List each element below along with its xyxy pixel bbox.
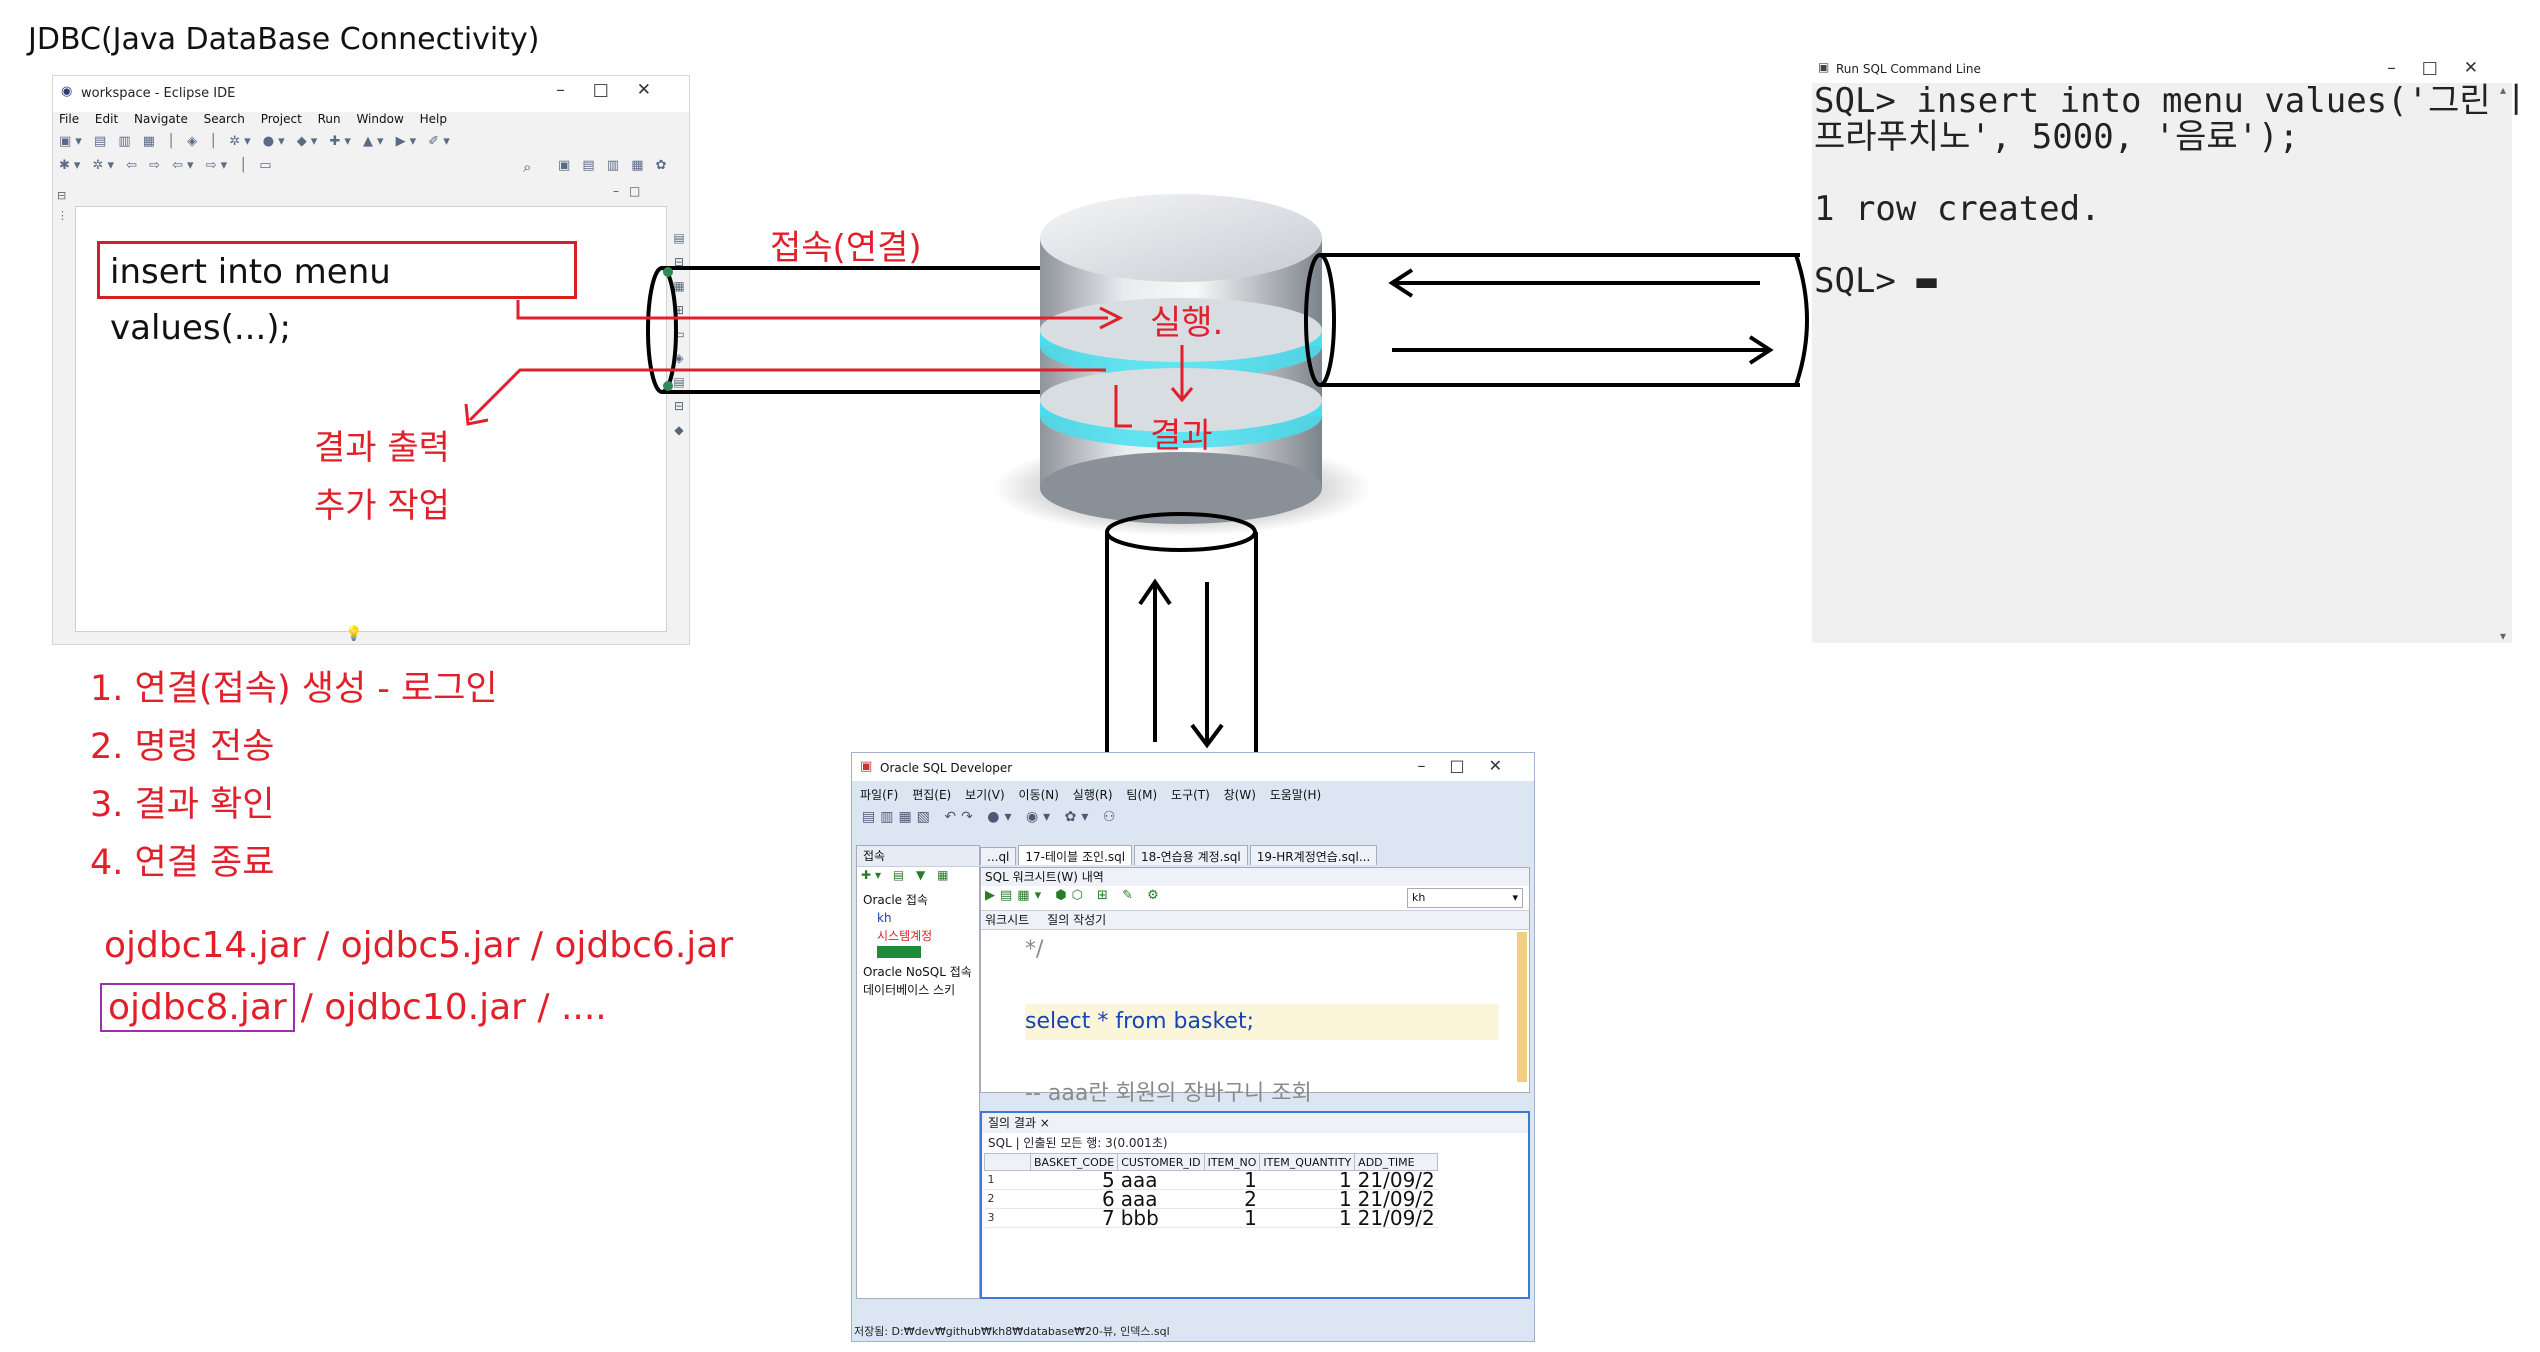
jar-list-line2: ojdbc8.jar/ ojdbc10.jar / .... xyxy=(100,983,607,1032)
menu-file[interactable]: 파일(F) xyxy=(860,788,898,802)
menu-navigate[interactable]: 이동(N) xyxy=(1019,788,1059,802)
tree-item-oracle-connections[interactable]: Oracle 접속 xyxy=(863,891,979,909)
results-table: BASKET_CODE CUSTOMER_ID ITEM_NO ITEM_QUA… xyxy=(984,1153,1438,1228)
table-cell: 7 xyxy=(1031,1209,1118,1228)
label-result-output: 결과 출력 xyxy=(314,420,450,469)
label-connection: 접속(연결) xyxy=(770,220,922,269)
step-item: 1. 연결(접속) 생성 - 로그인 xyxy=(90,660,498,718)
menu-tools[interactable]: 도구(T) xyxy=(1171,788,1210,802)
code-line-select: select * from basket; xyxy=(1025,1004,1499,1040)
editor-tab-active[interactable]: 17-테이블 조인.sql xyxy=(1018,845,1132,865)
tree-item-hidden xyxy=(863,945,979,963)
table-cell: 21/09/2 xyxy=(1355,1209,1438,1228)
label-result: 결과 xyxy=(1150,408,1213,457)
step-item: 2. 명령 전송 xyxy=(90,718,498,776)
worksheet-header: SQL 워크시트(W) 내역 xyxy=(981,868,1529,886)
editor-tab[interactable]: 19-HR계정연습.sql... xyxy=(1250,845,1378,865)
row-number-header xyxy=(985,1154,1031,1171)
step-item: 4. 연결 종료 xyxy=(90,834,498,892)
table-row[interactable]: 3 7 bbb 1 1 21/09/2 xyxy=(985,1209,1438,1228)
query-results-panel: 질의 결과 × SQL | 인출된 모든 행: 3(0.001초) BASKET… xyxy=(980,1111,1530,1299)
menu-help[interactable]: 도움말(H) xyxy=(1270,788,1322,802)
sql-developer-window-controls[interactable]: –□✕ xyxy=(1417,756,1526,775)
table-cell: 1 xyxy=(1204,1209,1260,1228)
code-line: */ xyxy=(1025,932,1499,968)
table-cell: 1 xyxy=(1260,1209,1355,1228)
bottom-pipe-arrows xyxy=(1140,582,1222,745)
connections-tree: Oracle 접속 kh 시스템계정 Oracle NoSQL 접속 데이터베이… xyxy=(857,867,979,999)
sql-developer-window: ▣ Oracle SQL Developer –□✕ 파일(F) 편집(E) 보… xyxy=(851,752,1535,1342)
menu-view[interactable]: 보기(V) xyxy=(965,788,1005,802)
sql-developer-titlebar: ▣ Oracle SQL Developer –□✕ xyxy=(852,753,1534,781)
results-tab[interactable]: 질의 결과 × xyxy=(982,1113,1528,1133)
right-pipe xyxy=(1306,255,1807,385)
menu-run[interactable]: 실행(R) xyxy=(1073,788,1113,802)
jdbc-steps-list: 1. 연결(접속) 생성 - 로그인 2. 명령 전송 3. 결과 확인 4. … xyxy=(90,660,498,892)
request-arrow xyxy=(518,300,1120,328)
right-pipe-arrows xyxy=(1392,270,1770,363)
table-cell: 2 xyxy=(985,1190,1031,1209)
sql-developer-menubar: 파일(F) 편집(E) 보기(V) 이동(N) 실행(R) 팀(M) 도구(T)… xyxy=(860,786,1331,803)
step-item: 3. 결과 확인 xyxy=(90,776,498,834)
connections-toolbar[interactable]: ✚▾ ▤ ▼ ▦ xyxy=(861,868,952,882)
jar-list-line1: ojdbc14.jar / ojdbc5.jar / ojdbc6.jar xyxy=(104,925,733,966)
bottom-pipe xyxy=(1100,514,1258,778)
left-pipe xyxy=(648,268,1052,392)
tree-item-nosql[interactable]: Oracle NoSQL 접속 xyxy=(863,963,979,981)
label-execute: 실행. xyxy=(1150,295,1223,344)
label-additional-work: 추가 작업 xyxy=(314,478,450,527)
sql-worksheet: SQL 워크시트(W) 내역 ▶▤▦▾ ⬢⬡ ⊞ ✎ ⚙ kh▾ 워크시트 질의 … xyxy=(980,867,1530,1093)
editor-overview-ruler[interactable] xyxy=(1517,932,1527,1082)
sql-developer-app-icon: ▣ xyxy=(860,759,872,774)
worksheet-subtabs: 워크시트 질의 작성기 xyxy=(981,910,1529,930)
tree-item-kh[interactable]: kh xyxy=(863,909,979,927)
connections-header: 접속 xyxy=(857,846,979,867)
code-line xyxy=(1025,968,1499,1004)
connections-panel: 접속 ✚▾ ▤ ▼ ▦ Oracle 접속 kh 시스템계정 Oracle No… xyxy=(856,845,980,1299)
results-info: SQL | 인출된 모든 행: 3(0.001초) xyxy=(982,1133,1528,1153)
sql-developer-toolbar[interactable]: ▤▥▦▧ ↶↷ ●▾ ◉▾ ✿▾ ⚇ xyxy=(862,809,1120,825)
tree-item-db-schema[interactable]: 데이터베이스 스키 xyxy=(863,981,979,999)
tab-worksheet[interactable]: 워크시트 xyxy=(985,913,1029,927)
table-cell: 3 xyxy=(985,1209,1031,1228)
editor-tab[interactable]: ...ql xyxy=(980,847,1016,865)
response-arrow xyxy=(466,370,1106,424)
menu-window[interactable]: 창(W) xyxy=(1224,788,1256,802)
menu-team[interactable]: 팀(M) xyxy=(1126,788,1157,802)
table-cell: 1 xyxy=(985,1171,1031,1190)
connection-select[interactable]: kh▾ xyxy=(1407,888,1523,908)
sql-code-editor[interactable]: */ select * from basket; -- aaa란 회원의 장바구… xyxy=(1025,932,1499,1112)
tree-item-system-account[interactable]: 시스템계정 xyxy=(863,927,979,945)
sql-developer-title: Oracle SQL Developer xyxy=(880,761,1012,775)
worksheet-toolbar[interactable]: ▶▤▦▾ ⬢⬡ ⊞ ✎ ⚙ xyxy=(985,888,1164,903)
table-cell: bbb xyxy=(1118,1209,1204,1228)
tab-query-builder[interactable]: 질의 작성기 xyxy=(1047,913,1106,927)
status-bar: 저장됨: D:₩dev₩github₩kh8₩database₩20-뷰, 인덱… xyxy=(854,1323,1170,1339)
menu-edit[interactable]: 편집(E) xyxy=(912,788,951,802)
editor-tab[interactable]: 18-연습용 계정.sql xyxy=(1134,845,1248,865)
code-line-comment: -- aaa란 회원의 장바구니 조회 xyxy=(1025,1076,1499,1112)
code-line xyxy=(1025,1040,1499,1076)
jar-list-rest: / ojdbc10.jar / .... xyxy=(301,987,607,1028)
jar-highlight: ojdbc8.jar xyxy=(100,983,295,1032)
